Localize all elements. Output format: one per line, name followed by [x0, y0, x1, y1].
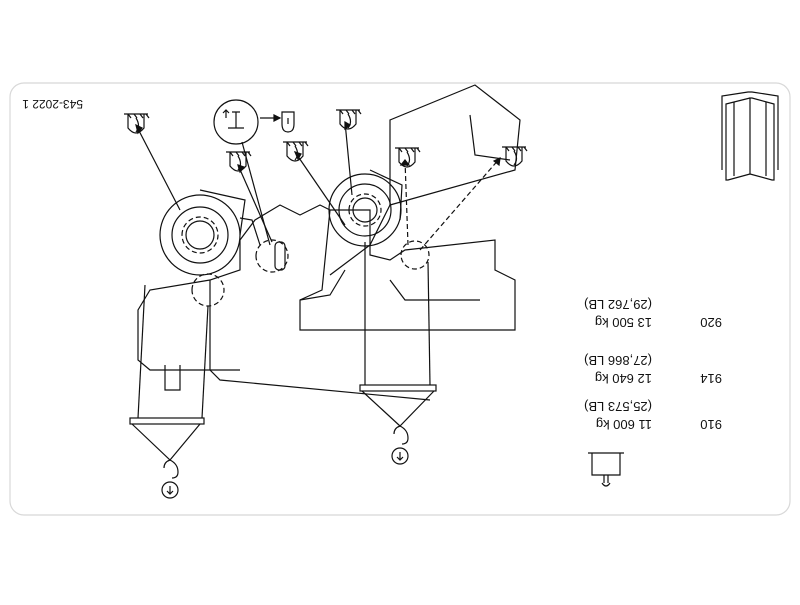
tie-down-anchor-icon [283, 141, 309, 162]
weight-kg-920: 13 500 kg [595, 315, 652, 330]
tie-down-anchor-icon [395, 147, 421, 168]
tie-down-anchor-icon [124, 113, 150, 134]
weight-kg-914: 12 640 kg [595, 371, 652, 386]
model-914: 914 [700, 371, 722, 386]
weight-lb-920: (29,762 LB) [584, 297, 652, 312]
lifting-hook-icon-front [391, 425, 409, 465]
front-lifting-rig [359, 242, 437, 465]
lift-point-callout-icon [213, 99, 295, 246]
rear-wheel [159, 189, 246, 276]
machine-outline [137, 84, 521, 401]
lift-point-center [255, 239, 289, 273]
model-910: 910 [700, 417, 722, 432]
weight-lb-914: (27,866 LB) [584, 353, 652, 368]
lift-point-front-lower [400, 240, 430, 270]
lifting-hook-icon [161, 459, 179, 499]
open-book-icon [721, 91, 779, 181]
weight-kg-910: 11 600 kg [596, 417, 652, 432]
lift-point-rear-upper [181, 216, 219, 254]
tie-down-anchor-icon [336, 109, 362, 130]
weight-block-icon [588, 452, 624, 487]
weight-table: 910 11 600 kg (25,573 LB) 914 12 640 kg … [584, 297, 722, 432]
tie-down-anchor-icons [124, 109, 528, 172]
lift-point-front-upper [348, 193, 382, 227]
document-id: 543-2022 1 [22, 97, 83, 111]
tie-down-anchor-icon [502, 146, 528, 167]
rear-lifting-rig [129, 284, 209, 499]
tie-down-anchor-icon [226, 151, 252, 172]
weight-lb-910: (25,573 LB) [584, 399, 652, 414]
lift-points [181, 193, 430, 307]
model-920: 920 [700, 315, 722, 330]
